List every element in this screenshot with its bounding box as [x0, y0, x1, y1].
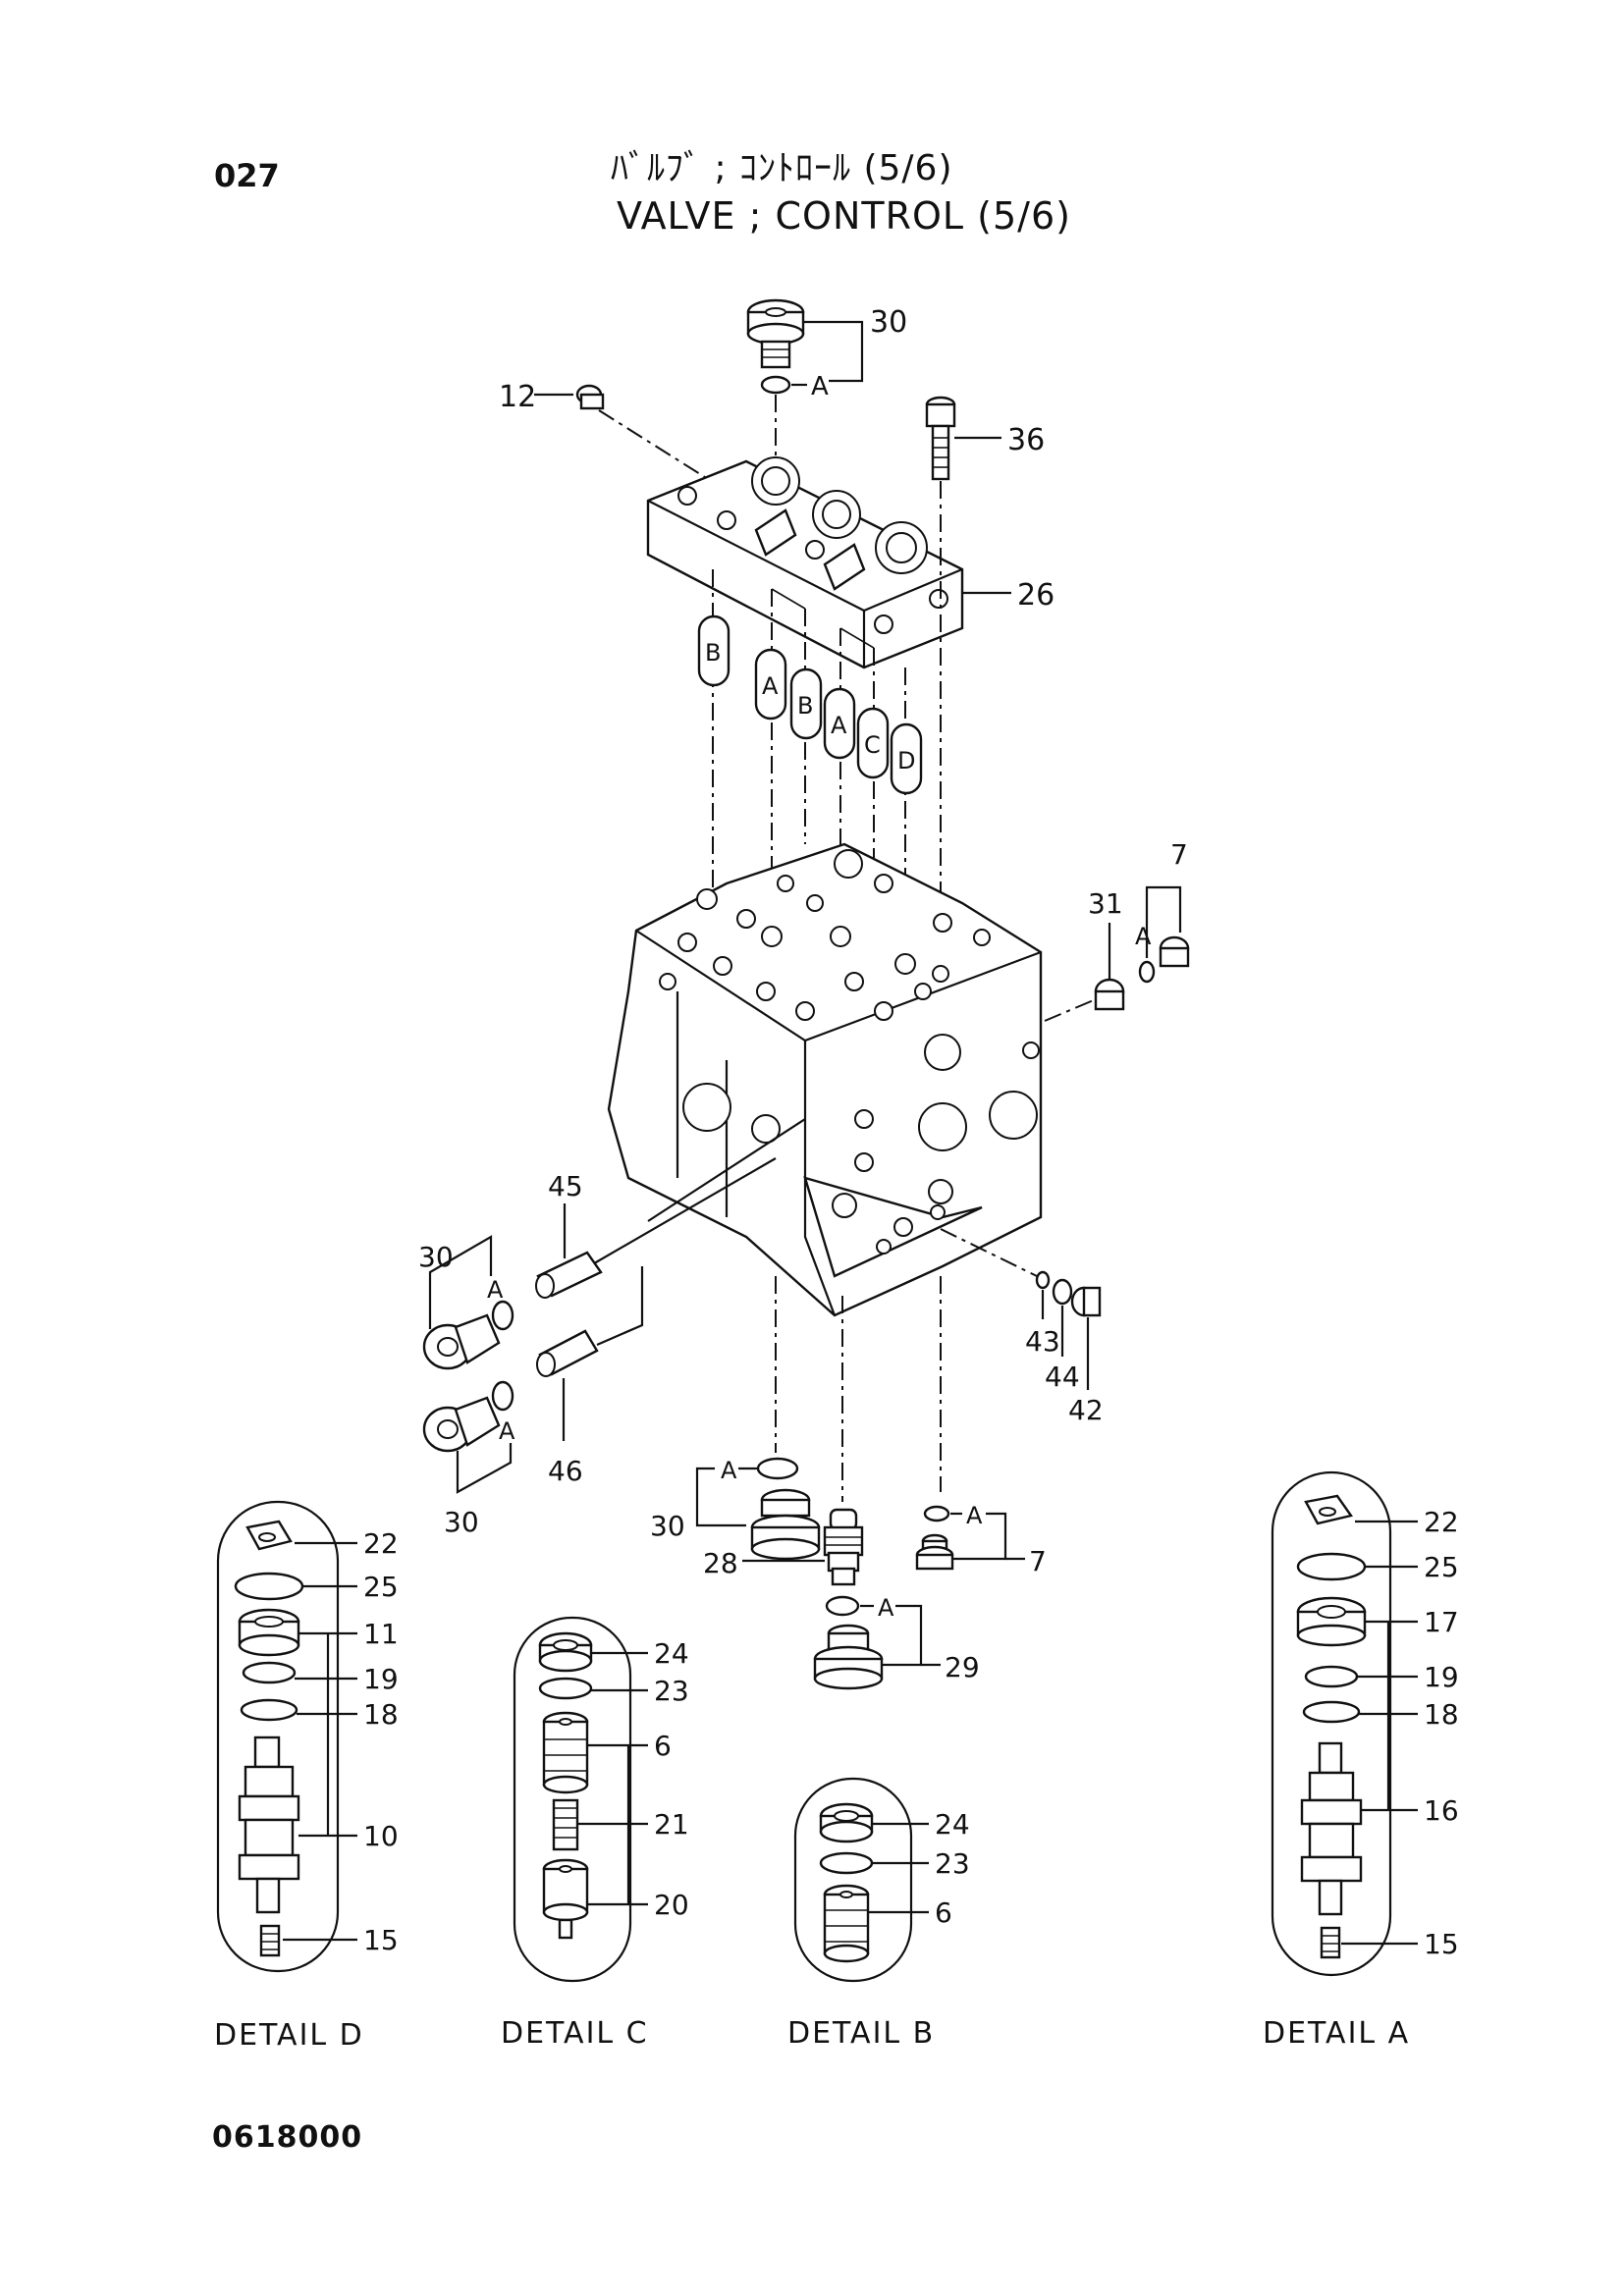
plug-30-left-2: [422, 1396, 501, 1453]
detail-a-part-5: 18: [1424, 1698, 1459, 1731]
plug-42: [1070, 1286, 1102, 1317]
o-ring-left-2: [491, 1380, 514, 1412]
callout-a-left-2: A: [499, 1417, 515, 1445]
plug-12: [575, 384, 605, 410]
spool-tag-6: D: [897, 747, 915, 774]
detail-c-part-4: 21: [654, 1808, 689, 1841]
callout-30-left-2: 30: [444, 1506, 479, 1538]
callout-a-bottom-2: A: [966, 1502, 983, 1529]
o-ring-bottom-3: [825, 1595, 860, 1617]
title-english: VALVE ; CONTROL (5/6): [617, 194, 1071, 238]
detail-c-part-1: 24: [654, 1637, 689, 1670]
title-japanese: ﾊﾞﾙﾌﾞ ; ｺﾝﾄﾛｰﾙ (5/6): [611, 148, 953, 188]
spool-28: [823, 1508, 864, 1586]
o-ring-right: [1138, 960, 1156, 984]
detail-d-label: DETAIL D: [214, 2018, 364, 2053]
callout-30-bottom: 30: [650, 1510, 685, 1542]
callout-42: 42: [1068, 1394, 1104, 1426]
callout-12: 12: [499, 380, 536, 414]
detail-c-label: DETAIL C: [501, 2016, 649, 2051]
plug-30-bottom: [750, 1488, 821, 1561]
detail-b-part-2: 23: [935, 1847, 970, 1880]
plug-29: [813, 1624, 884, 1690]
detail-a-group: 22 25 17 19 18 16 15: [1271, 1470, 1459, 1977]
callout-a-bottom-3: A: [878, 1594, 894, 1622]
detail-a-part-2: 25: [1424, 1551, 1459, 1583]
callout-43: 43: [1025, 1325, 1060, 1358]
o-ring-bottom-1: [756, 1457, 799, 1480]
detail-d-part-5: 18: [363, 1698, 399, 1731]
o-ring-left-1: [491, 1300, 514, 1331]
callout-a-right: A: [1135, 923, 1152, 950]
detail-d-part-6: 10: [363, 1820, 399, 1852]
drawing-code: 0618000: [212, 2120, 363, 2155]
ring-44: [1052, 1278, 1073, 1306]
callout-a-bottom-1: A: [721, 1457, 737, 1484]
o-ring-bottom-2: [923, 1505, 950, 1522]
detail-c-part-3: 6: [654, 1730, 672, 1762]
callout-44: 44: [1045, 1361, 1080, 1393]
spool-45: [535, 1251, 603, 1299]
detail-d-part-3: 11: [363, 1618, 399, 1650]
detail-b-label: DETAIL B: [787, 2016, 936, 2051]
spool-tags: B A B A C D: [697, 614, 923, 795]
detail-c-part-5: 20: [654, 1889, 689, 1921]
callout-36: 36: [1007, 423, 1045, 457]
detail-d-part-4: 19: [363, 1663, 399, 1695]
callout-46: 46: [548, 1455, 583, 1487]
detail-a-part-6: 16: [1424, 1794, 1459, 1827]
callout-31: 31: [1088, 887, 1123, 920]
plug-31: [1094, 978, 1125, 1011]
plug-7-bottom: [915, 1533, 954, 1571]
detail-a-part-1: 22: [1424, 1506, 1459, 1538]
spool-tag-5: C: [864, 731, 881, 759]
callout-29: 29: [945, 1651, 980, 1683]
detail-a-part-7: 15: [1424, 1928, 1459, 1960]
detail-d-part-2: 25: [363, 1571, 399, 1603]
spool-tag-3: B: [797, 692, 813, 720]
detail-c-group: 24 23 6 21 20: [513, 1616, 689, 1983]
spool-46: [536, 1329, 599, 1377]
callout-30-left-1: 30: [418, 1241, 454, 1273]
o-ring-top: [760, 375, 791, 395]
plug-30-left-1: [422, 1313, 501, 1370]
bolt-36: [925, 396, 956, 481]
cover-plate-26: [646, 456, 964, 669]
detail-a-label: DETAIL A: [1263, 2016, 1411, 2051]
spool-tag-4: A: [831, 712, 847, 739]
detail-b-group: 24 23 6: [793, 1777, 970, 1983]
detail-c-part-2: 23: [654, 1675, 689, 1707]
plug-30-top: [746, 298, 805, 369]
detail-d-part-7: 15: [363, 1924, 399, 1956]
page-number: 027: [214, 157, 280, 194]
detail-a-part-3: 17: [1424, 1606, 1459, 1638]
callout-a-left-1: A: [487, 1276, 504, 1304]
o-ring-43: [1035, 1270, 1051, 1290]
callout-7-right: 7: [1170, 838, 1188, 871]
spool-tag-2: A: [762, 672, 779, 700]
callout-26: 26: [1017, 578, 1055, 613]
spool-tag-1: B: [705, 639, 721, 667]
callout-a-top: A: [811, 372, 829, 401]
detail-d-part-1: 22: [363, 1527, 399, 1560]
detail-a-part-4: 19: [1424, 1661, 1459, 1693]
callout-30-top: 30: [870, 305, 907, 340]
detail-d-group: 22 25 11 19 18 10 15: [216, 1500, 399, 1973]
detail-b-part-3: 6: [935, 1896, 952, 1929]
callout-28: 28: [703, 1547, 738, 1579]
valve-body: [607, 842, 1043, 1317]
plug-7-right: [1159, 935, 1190, 968]
detail-b-part-1: 24: [935, 1808, 970, 1841]
callout-7-bottom: 7: [1029, 1545, 1047, 1577]
callout-45: 45: [548, 1170, 583, 1202]
